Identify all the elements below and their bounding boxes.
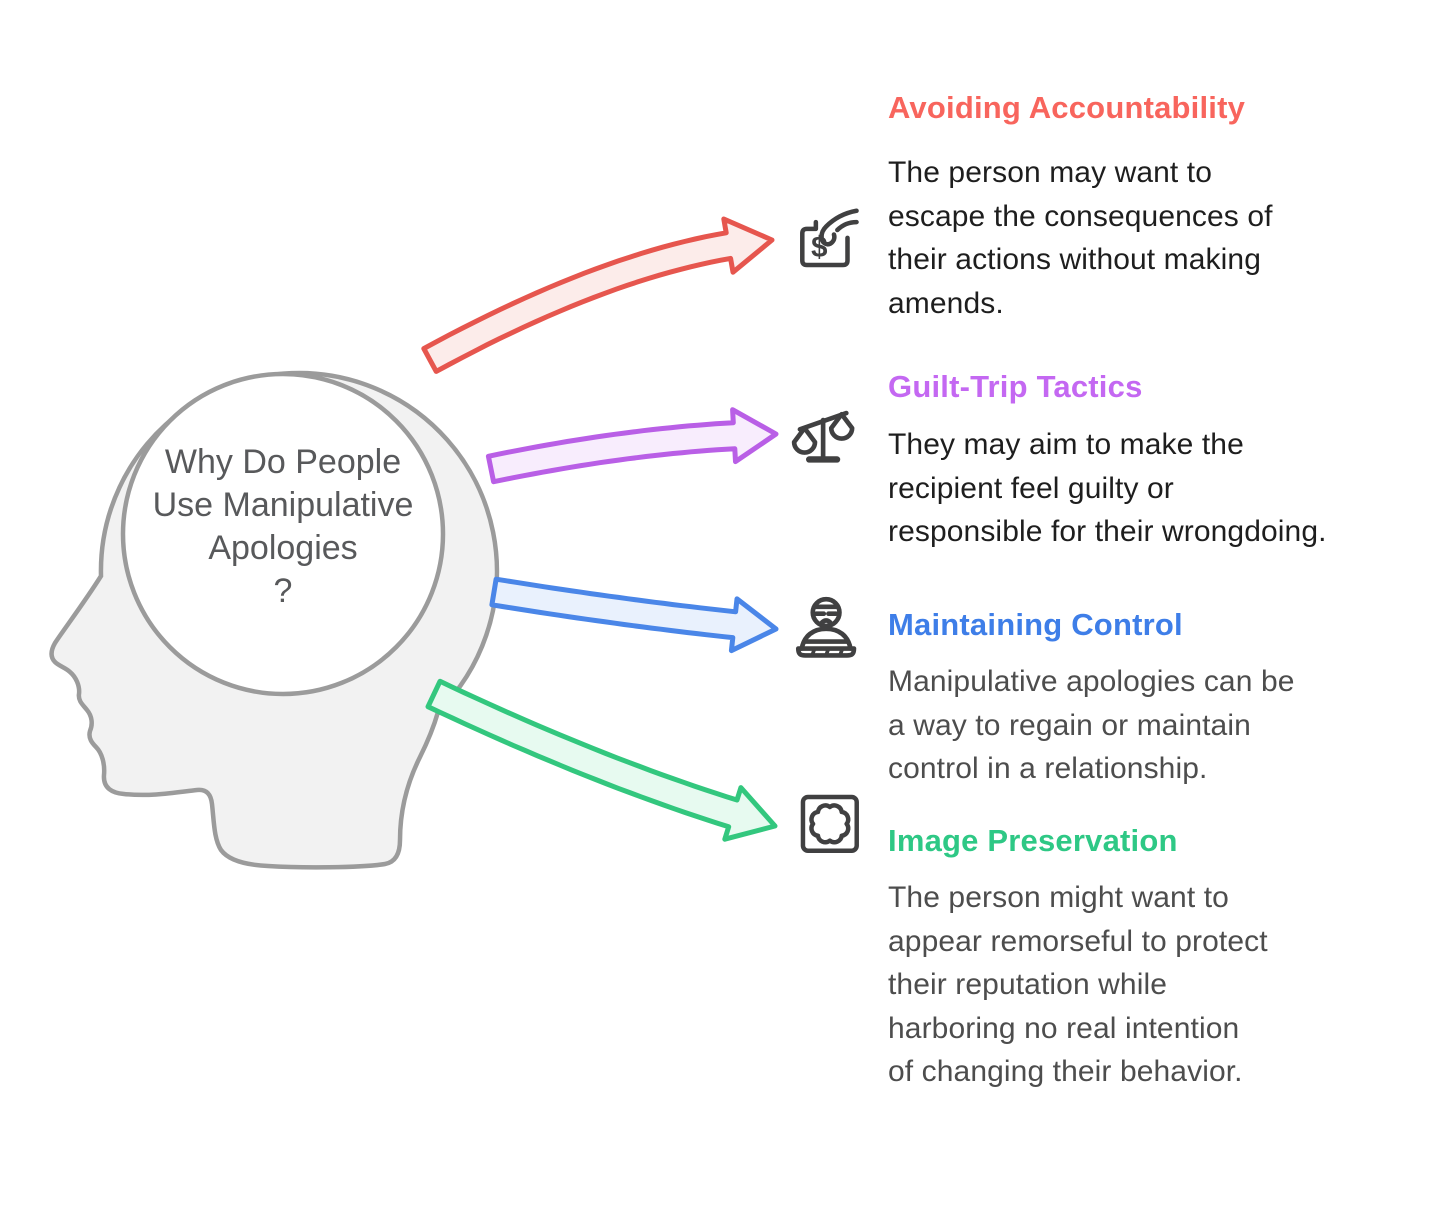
seal-icon: [800, 794, 859, 853]
section-title-guilt-trip-tactics: Guilt-Trip Tactics: [888, 369, 1143, 404]
section-body-maintaining-control: Manipulative apologies can be a way to r…: [888, 665, 1295, 785]
svg-text:$: $: [811, 231, 827, 264]
thought-circle: [120, 371, 446, 697]
scales-icon: [791, 410, 855, 463]
arrow-avoiding-accountability: [421, 216, 775, 374]
money-grab-icon: $: [800, 208, 859, 268]
section-title-maintaining-control: Maintaining Control: [888, 607, 1183, 642]
central-question-line: Apologies: [208, 529, 358, 567]
section-title-avoiding-accountability: Avoiding Accountability: [888, 90, 1246, 125]
arrow-image-preservation: [425, 678, 778, 842]
central-question-line: Use Manipulative: [152, 486, 414, 524]
central-question: Why Do People Use Manipulative Apologies…: [121, 441, 445, 613]
arrow-maintaining-control: [489, 576, 779, 654]
section-body-guilt-trip-tactics: They may aim to make the recipient feel …: [888, 428, 1327, 548]
section-body-avoiding-accountability: The person may want to escape the conseq…: [888, 156, 1273, 320]
section-title-image-preservation: Image Preservation: [888, 823, 1178, 858]
central-question-line: Why Do People: [164, 443, 402, 481]
section-body-image-preservation: The person might want to appear remorsef…: [888, 881, 1268, 1088]
central-question-line: ?: [273, 572, 293, 610]
arrow-guilt-trip-tactics: [485, 407, 779, 485]
burglar-icon: [795, 596, 857, 658]
